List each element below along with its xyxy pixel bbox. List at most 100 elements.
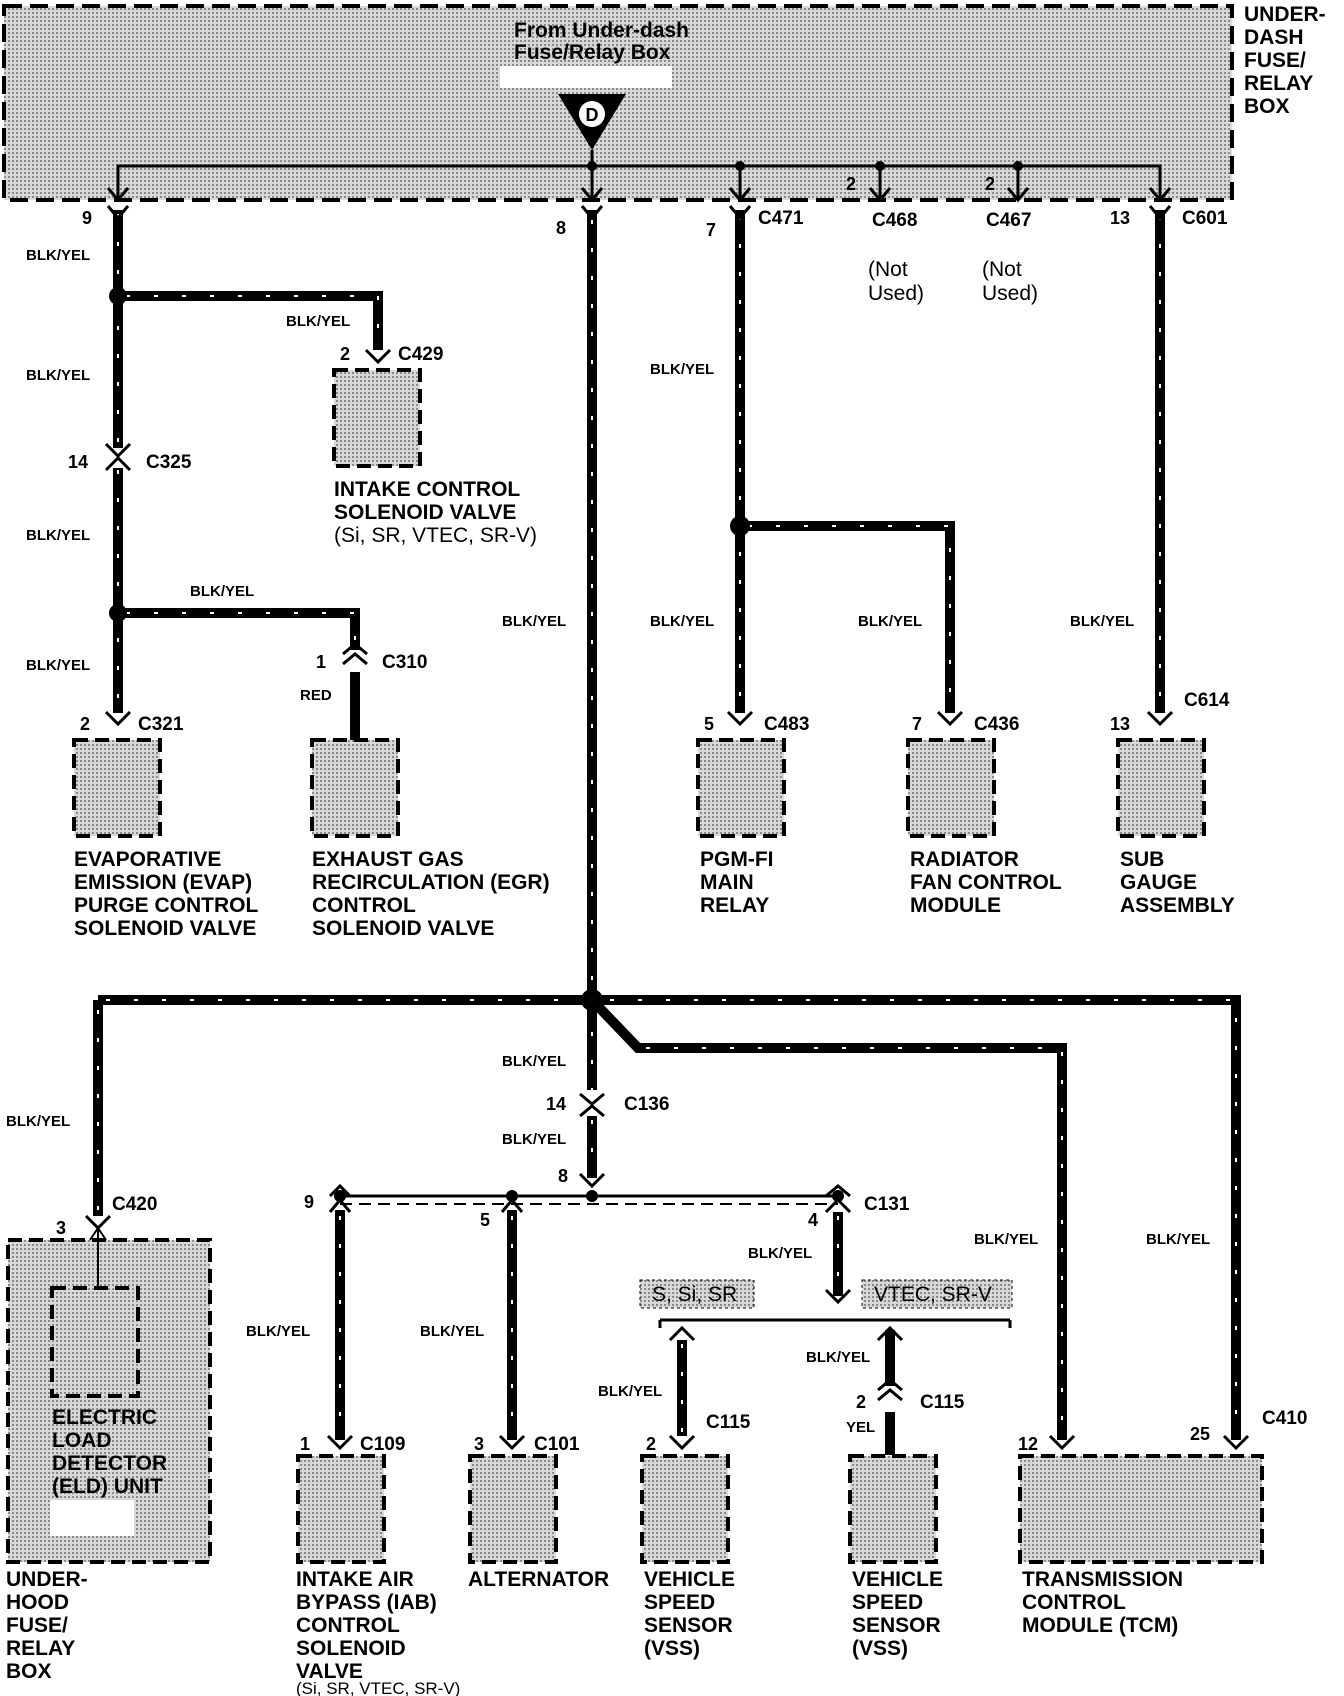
under-hood-box-label: UNDER- HOOD FUSE/ RELAY BOX (6, 1568, 88, 1683)
c468-not-used-1: (Not (868, 258, 908, 281)
pin-13-c614: 13 (1110, 714, 1130, 734)
connector-c471: C471 (758, 208, 804, 229)
pin-14-c325: 14 (68, 452, 88, 472)
evap-solenoid-box (72, 738, 162, 838)
svg-text:GAUGE: GAUGE (1120, 871, 1197, 894)
wire-label: BLK/YEL (1146, 1231, 1210, 1248)
svg-text:SOLENOID VALVE: SOLENOID VALVE (334, 501, 516, 524)
c468-not-used-2: Used) (868, 282, 924, 305)
connector-c468: C468 (872, 210, 917, 231)
fuse-box-title-1: UNDER- (1244, 3, 1326, 26)
svg-text:SENSOR: SENSOR (644, 1614, 733, 1637)
wire-label: BLK/YEL (650, 613, 714, 630)
svg-text:ALTERNATOR: ALTERNATOR (468, 1568, 609, 1591)
alternator-label: ALTERNATOR (468, 1568, 609, 1591)
egr-solenoid-box (310, 738, 400, 838)
svg-text:INTAKE CONTROL: INTAKE CONTROL (334, 478, 520, 501)
svg-text:EXHAUST GAS: EXHAUST GAS (312, 848, 464, 871)
pin-c468-2: 2 (846, 174, 856, 194)
svg-text:UNDER-: UNDER- (6, 1568, 88, 1591)
svg-text:PURGE CONTROL: PURGE CONTROL (74, 894, 259, 917)
fuse-box-title-2: DASH (1244, 26, 1304, 49)
tcm-label: TRANSMISSION CONTROL MODULE (TCM) (1022, 1568, 1183, 1637)
pin-7-c471: 7 (706, 220, 716, 240)
wire-label: BLK/YEL (190, 583, 254, 600)
option-right-label: VTEC, SR-V (874, 1283, 992, 1306)
radiator-fan-module-box (906, 738, 996, 838)
wire-color-labels: BLK/YEL BLK/YEL BLK/YEL BLK/YEL BLK/YEL … (6, 247, 1210, 1436)
connector-c483: C483 (764, 714, 809, 735)
pin-9-c131: 9 (304, 1192, 314, 1212)
svg-text:SPEED: SPEED (852, 1591, 923, 1614)
svg-text:SOLENOID VALVE: SOLENOID VALVE (74, 917, 256, 940)
pin-2-c321: 2 (80, 714, 90, 734)
vss-label-2: VEHICLE SPEED SENSOR (VSS) (852, 1568, 943, 1660)
tcm-box (1018, 1454, 1264, 1564)
svg-text:RADIATOR: RADIATOR (910, 848, 1019, 871)
c467-not-used-1: (Not (982, 258, 1022, 281)
wire-label-red: RED (300, 687, 332, 704)
wire-label: BLK/YEL (502, 613, 566, 630)
wire-label: BLK/YEL (502, 1053, 566, 1070)
svg-text:HOOD: HOOD (6, 1591, 69, 1614)
pgm-fi-relay-box (696, 738, 786, 838)
wire-label-yel: YEL (846, 1419, 875, 1436)
pin-7-c436: 7 (912, 714, 922, 734)
connector-symbols (84, 205, 1250, 1469)
pgm-fi-label: PGM-FI MAIN RELAY (700, 848, 774, 917)
svg-text:SENSOR: SENSOR (852, 1614, 941, 1637)
wire-label: BLK/YEL (26, 247, 90, 264)
connector-c614: C614 (1184, 690, 1230, 711)
egr-label: EXHAUST GAS RECIRCULATION (EGR) CONTROL … (312, 848, 550, 940)
svg-text:(ELD) UNIT: (ELD) UNIT (52, 1475, 163, 1498)
svg-text:FAN CONTROL: FAN CONTROL (910, 871, 1062, 894)
wires (93, 210, 1241, 1455)
pin-3-c101: 3 (474, 1434, 484, 1454)
wire-label: BLK/YEL (502, 1131, 566, 1148)
pin-25-c410: 25 (1190, 1424, 1210, 1444)
connector-c467: C467 (986, 210, 1031, 231)
intake-control-solenoid-box (332, 368, 422, 468)
pin-8-c131: 8 (558, 1166, 568, 1186)
svg-text:(Si, SR, VTEC, SR-V): (Si, SR, VTEC, SR-V) (296, 1679, 460, 1696)
pin-2-c115-left: 2 (646, 1434, 656, 1454)
svg-text:SOLENOID VALVE: SOLENOID VALVE (312, 917, 494, 940)
wire-label: BLK/YEL (26, 367, 90, 384)
svg-text:SOLENOID: SOLENOID (296, 1637, 406, 1660)
pin-c467-2: 2 (985, 174, 995, 194)
wire-label: BLK/YEL (26, 527, 90, 544)
pin-12-c410: 12 (1018, 1434, 1038, 1454)
svg-text:(Si, SR, VTEC, SR-V): (Si, SR, VTEC, SR-V) (334, 524, 537, 547)
pin-5-c483: 5 (704, 714, 714, 734)
svg-text:VEHICLE: VEHICLE (852, 1568, 943, 1591)
radiator-fan-label: RADIATOR FAN CONTROL MODULE (910, 848, 1062, 917)
connector-c436: C436 (974, 714, 1019, 735)
pin-8-top: 8 (556, 218, 566, 238)
connector-c310: C310 (382, 652, 427, 673)
connector-c325: C325 (146, 452, 192, 473)
connector-c101: C101 (534, 1434, 580, 1455)
svg-text:DETECTOR: DETECTOR (52, 1452, 167, 1475)
svg-text:RELAY: RELAY (700, 894, 769, 917)
intake-control-label: INTAKE CONTROL SOLENOID VALVE (Si, SR, V… (334, 478, 537, 547)
svg-text:CONTROL: CONTROL (1022, 1591, 1126, 1614)
wire-label: BLK/YEL (420, 1323, 484, 1340)
splice-points (109, 287, 844, 1202)
option-left-label: S, Si, SR (652, 1283, 737, 1306)
vss-box-2 (848, 1454, 938, 1564)
iab-label: INTAKE AIR BYPASS (IAB) CONTROL SOLENOID… (296, 1568, 460, 1696)
wire-label: BLK/YEL (974, 1231, 1038, 1248)
pin-5-c131: 5 (480, 1210, 490, 1230)
fuse-d-symbol: D (586, 105, 599, 125)
connector-c109: C109 (360, 1434, 405, 1455)
pin-3-c420: 3 (56, 1218, 66, 1238)
pin-1-c310: 1 (316, 652, 326, 672)
wire-label: BLK/YEL (650, 361, 714, 378)
svg-text:MAIN: MAIN (700, 871, 754, 894)
wire-label: BLK/YEL (598, 1383, 662, 1400)
pin-2-c429: 2 (340, 344, 350, 364)
fuse-box-from-label-1: From Under-dash (514, 19, 689, 42)
wire-label: BLK/YEL (246, 1323, 310, 1340)
svg-text:BOX: BOX (6, 1660, 52, 1683)
